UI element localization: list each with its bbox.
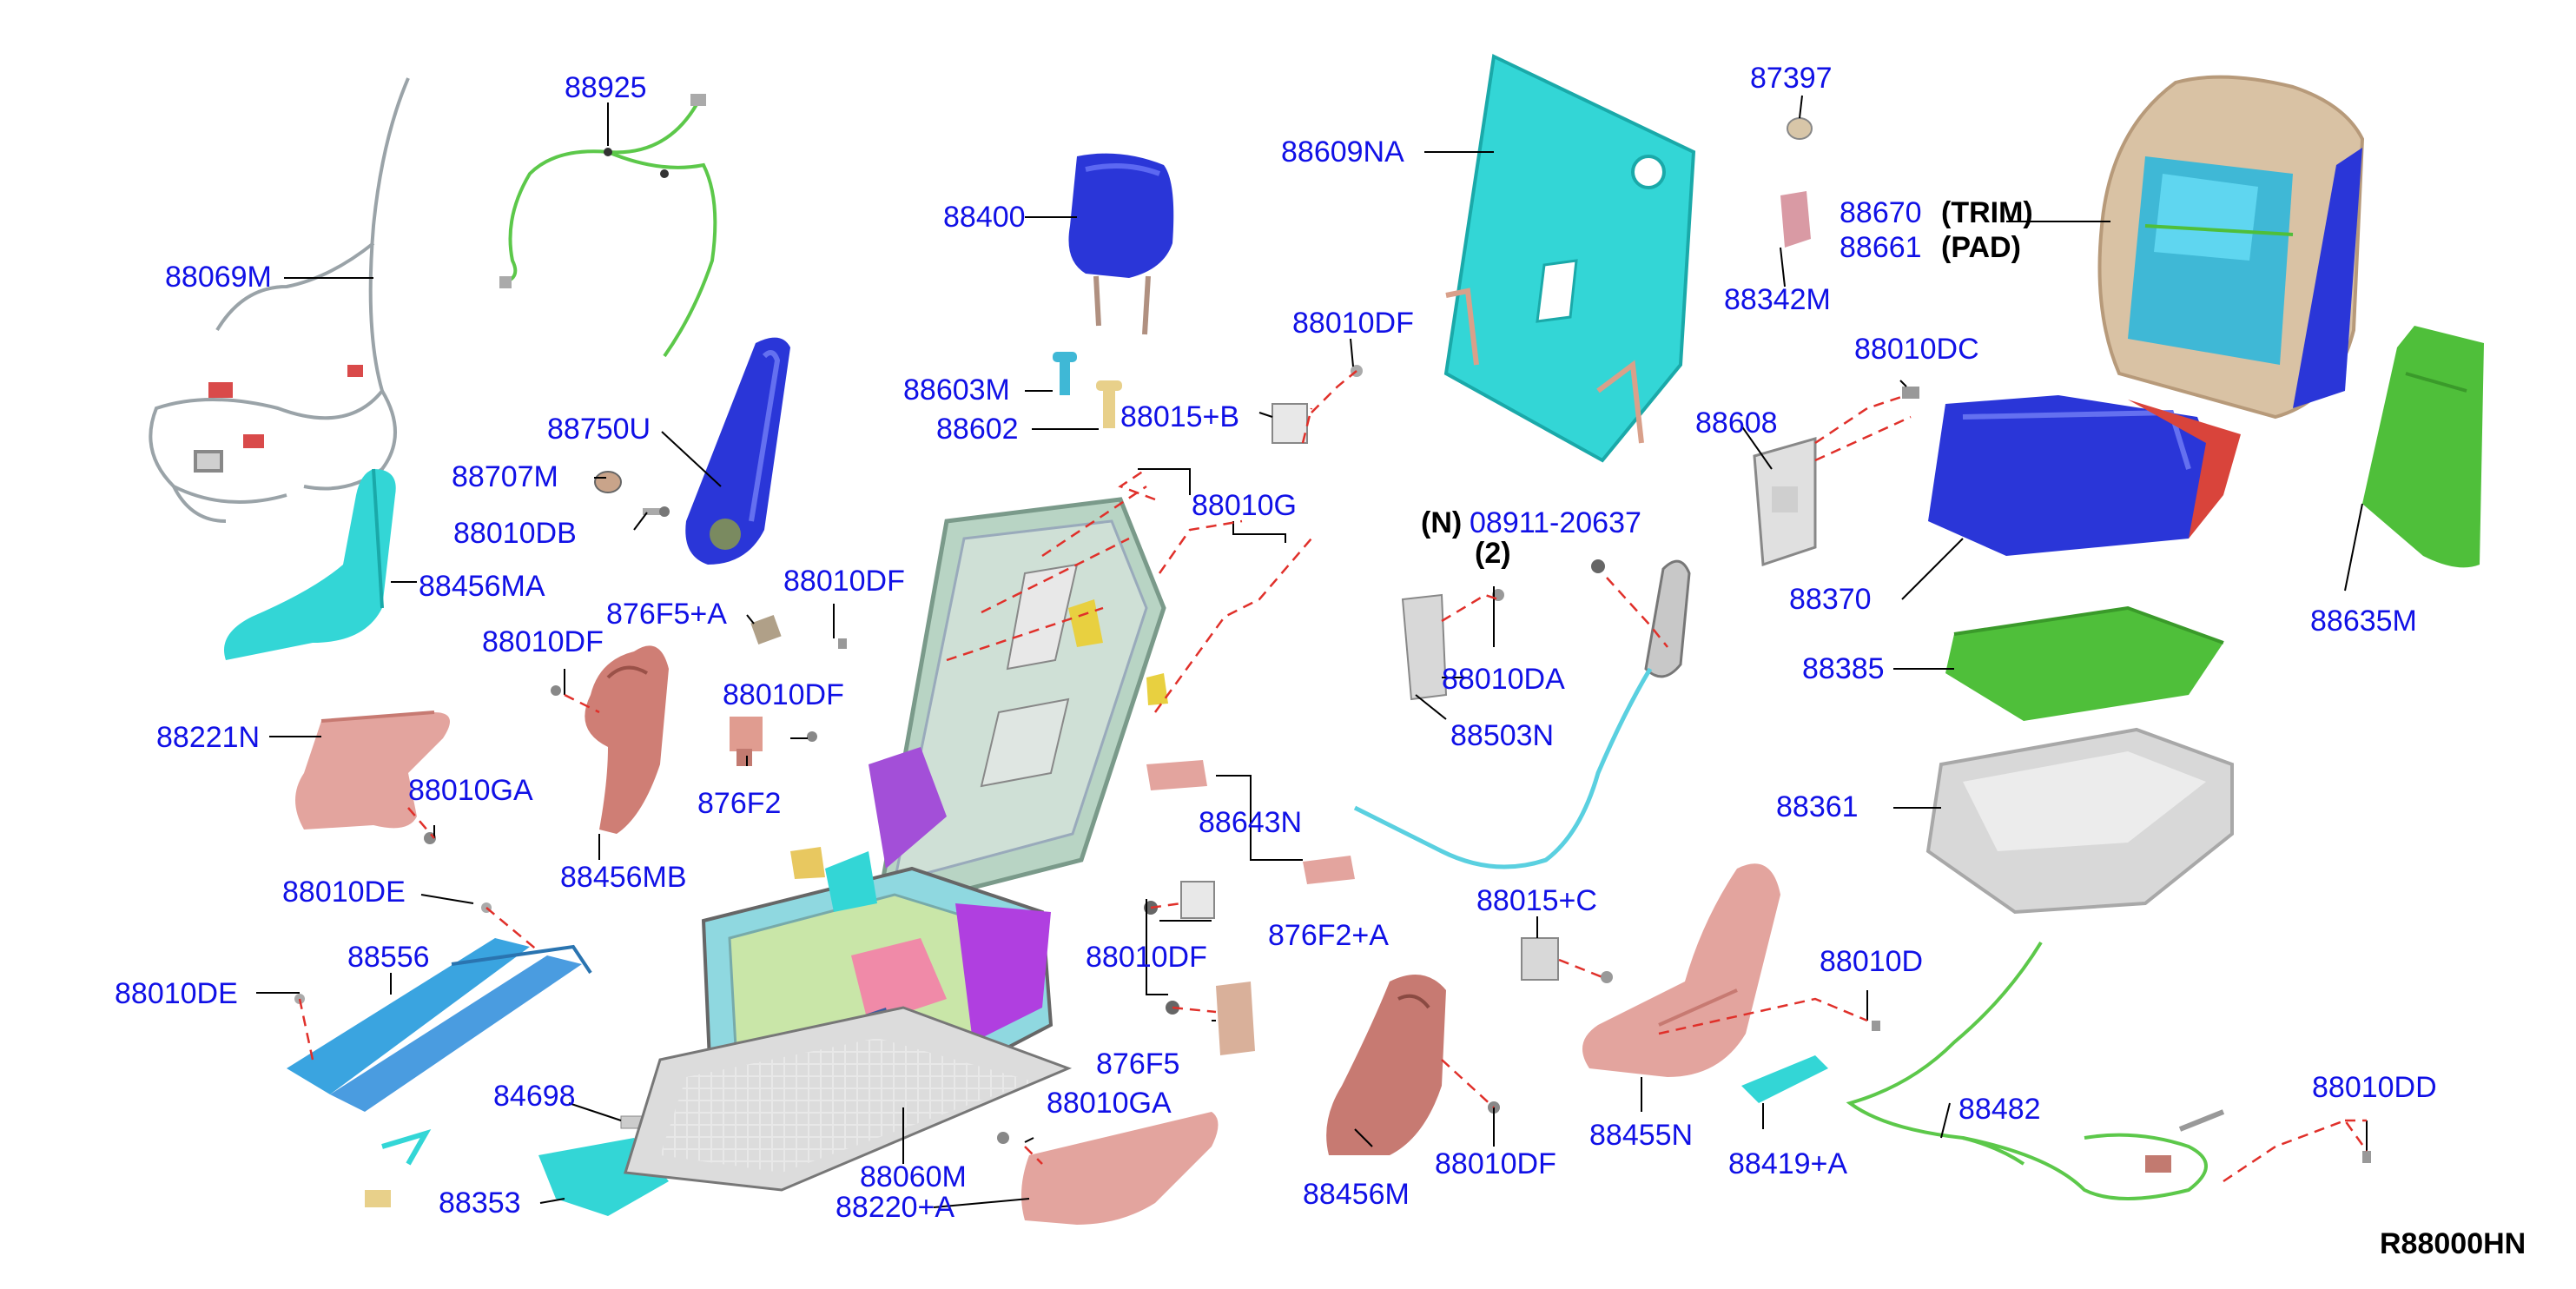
bracket-876f2a [1144, 881, 1215, 919]
part-label-88060m: 88060M [860, 1160, 967, 1193]
wire-harness-88925 [499, 94, 717, 358]
headrest-88400 [1068, 153, 1174, 335]
heater-pad-88385 [1945, 605, 2224, 721]
pad-88643n [1146, 760, 1355, 884]
seat-cushion-88370 [1928, 395, 2241, 556]
part-label-88015b: 88015+B [1120, 400, 1240, 433]
diagram-id: R88000HN [2380, 1227, 2526, 1260]
part-label-88503n: 88503N [1450, 719, 1555, 752]
screw-88010db [643, 506, 670, 517]
part-label-88482: 88482 [1958, 1093, 2041, 1126]
part-label-88010de-1: 88010DE [282, 876, 406, 909]
part-label-88221n: 88221N [156, 721, 261, 754]
part-label-876f5: 876F5 [1096, 1048, 1180, 1081]
part-label-88385: 88385 [1802, 652, 1885, 685]
note-n-prefix: (N) [1421, 506, 1463, 539]
part-label-88010da: 88010DA [1442, 663, 1565, 696]
wire-harness-88482 [1846, 941, 2225, 1200]
part-label-88010df-6: 88010DF [1435, 1147, 1556, 1180]
part-label-88361: 88361 [1776, 790, 1859, 823]
part-label-88015c: 88015+C [1476, 884, 1597, 917]
cap-88707m [594, 471, 622, 493]
part-label-88670: 88670 [1840, 196, 1922, 229]
part-label-88643n: 88643N [1199, 806, 1303, 839]
part-label-88608: 88608 [1695, 407, 1778, 440]
part-label-88353: 88353 [439, 1187, 521, 1220]
part-label-88925: 88925 [565, 71, 647, 104]
part-label-88456ma: 88456MA [419, 570, 545, 603]
trim-88455n [1582, 863, 1780, 1077]
part-label-84698: 84698 [493, 1080, 576, 1113]
part-label-88456mb: 88456MB [560, 861, 687, 894]
part-label-88707m: 88707M [452, 460, 558, 493]
bracket-876f5a [750, 614, 847, 649]
part-label-88010df-4: 88010DF [1292, 307, 1414, 340]
part-label-88010de-2: 88010DE [115, 977, 238, 1010]
assembly-lines [298, 370, 2368, 1183]
part-label-88370: 88370 [1789, 583, 1872, 616]
part-label-88010db: 88010DB [453, 517, 577, 550]
wire-harness-88069m [149, 77, 410, 523]
leader-lines [256, 95, 2368, 1208]
part-label-88010df-1: 88010DF [783, 565, 905, 598]
part-label-88010df-3: 88010DF [723, 678, 844, 711]
guide-88602 [1096, 380, 1122, 428]
note-trim: (TRIM) [1941, 196, 2033, 229]
bracket-876f5 [1166, 982, 1255, 1055]
part-label-88661: 88661 [1840, 231, 1922, 264]
back-board-88609na [1443, 54, 1696, 463]
note-pad: (PAD) [1941, 231, 2021, 264]
guide-88603m [1053, 352, 1077, 395]
part-label-88220a: 88220+A [836, 1191, 955, 1224]
bracket-876f2 [730, 717, 817, 766]
part-label-87397: 87397 [1750, 62, 1833, 95]
part-label-88010ga-1: 88010GA [408, 774, 533, 807]
armrest-88750u [685, 337, 790, 565]
part-label-88602: 88602 [936, 413, 1019, 446]
part-label-88069m: 88069M [165, 261, 272, 294]
part-label-88603m: 88603M [903, 373, 1010, 407]
pad-88419a [1741, 1021, 1880, 1103]
cover-88220a [997, 1112, 1219, 1225]
part-label-88456m: 88456M [1303, 1178, 1410, 1211]
part-label-88635m: 88635M [2310, 605, 2417, 638]
part-label-88750u: 88750U [547, 413, 651, 446]
clip-87397 [1787, 117, 1813, 140]
screw-88010dd [2362, 1151, 2371, 1163]
part-label-88455n: 88455N [1589, 1119, 1694, 1152]
part-label-88010ga-2: 88010GA [1047, 1087, 1172, 1120]
screw-88010dc [1902, 387, 1919, 399]
part-label-876f2a: 876F2+A [1268, 919, 1389, 952]
side-trim-88456m [1326, 975, 1500, 1155]
part-label-88010df-2: 88010DF [482, 625, 604, 658]
part-label-88010d: 88010D [1820, 945, 1924, 978]
side-trim-88456mb [551, 645, 669, 834]
latch-88015c [1521, 937, 1613, 983]
part-label-88419a: 88419+A [1728, 1147, 1848, 1180]
cover-88456ma [224, 468, 396, 660]
part-label-88010df-5: 88010DF [1086, 941, 1207, 974]
part-label-88400: 88400 [943, 201, 1026, 234]
bracket-88608 [1753, 437, 1817, 567]
part-label-88010g: 88010G [1192, 489, 1297, 522]
airbag-inflator [1353, 559, 1691, 869]
part-label-08911: 08911-20637 [1470, 506, 1641, 539]
note-quantity: (2) [1475, 537, 1511, 570]
part-label-88609na: 88609NA [1281, 136, 1404, 169]
seat-back-trim-88670 [2097, 75, 2365, 420]
mechanism-88503n [1401, 589, 1504, 701]
part-label-876f2: 876F2 [697, 787, 782, 820]
part-label-88010dd: 88010DD [2312, 1071, 2437, 1104]
seat-frame-88060m [624, 497, 1168, 1192]
part-label-88010dc: 88010DC [1854, 333, 1979, 366]
side-pad-88635m [2362, 326, 2484, 568]
part-label-876f5a: 876F5+A [606, 598, 727, 631]
seat-pan-88361 [1925, 727, 2234, 915]
part-label-88556: 88556 [347, 941, 430, 974]
bracket-88342m [1780, 191, 1811, 248]
part-label-88342m: 88342M [1724, 283, 1831, 316]
